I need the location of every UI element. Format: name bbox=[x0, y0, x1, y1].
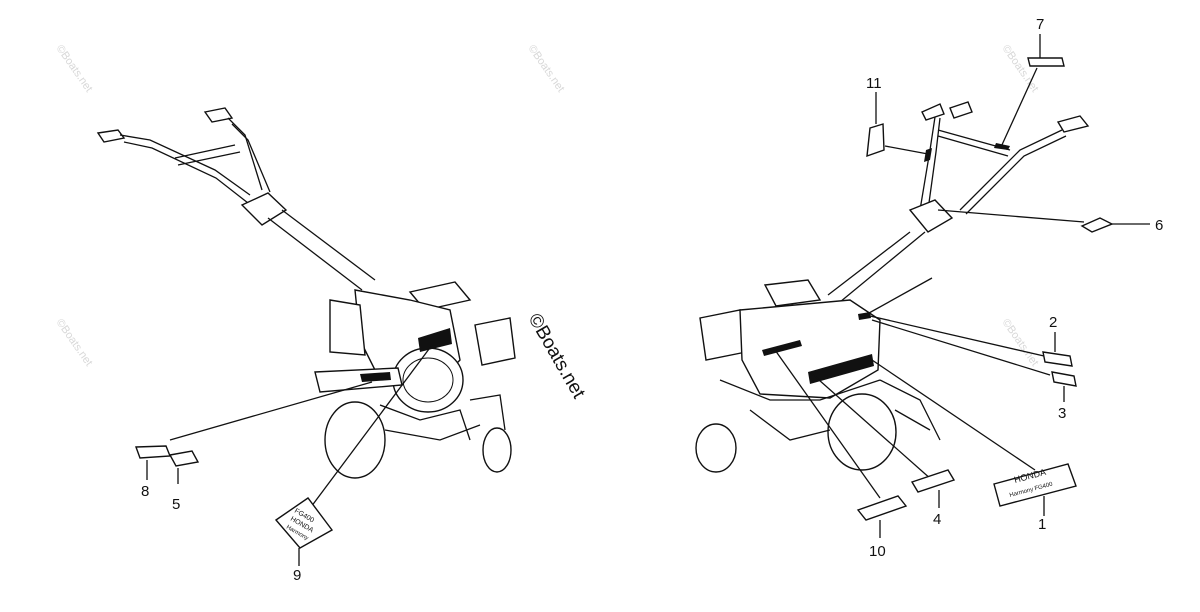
part-3-decal bbox=[1051, 371, 1077, 387]
part-8-decal bbox=[135, 445, 172, 459]
callout-11: 11 bbox=[866, 75, 882, 92]
leader-9 bbox=[304, 344, 433, 516]
callout-4: 4 bbox=[933, 511, 941, 528]
part-4-decal bbox=[910, 469, 956, 493]
right-tiller bbox=[695, 101, 1090, 473]
callout-3: 3 bbox=[1058, 405, 1066, 422]
callout-2: 2 bbox=[1049, 314, 1057, 331]
part-11-decal bbox=[866, 123, 885, 158]
leader-2 bbox=[869, 315, 1045, 357]
leader-4 bbox=[809, 371, 933, 481]
watermark-mid-left: ©Boats.net bbox=[54, 317, 95, 369]
part-7-decal bbox=[1027, 57, 1065, 67]
callout-6: 6 bbox=[1155, 217, 1163, 234]
part-6-decal bbox=[1080, 217, 1114, 233]
callout-9: 9 bbox=[293, 567, 301, 584]
callout-8: 8 bbox=[141, 483, 149, 500]
leader-11 bbox=[884, 145, 929, 155]
part-10-decal bbox=[856, 495, 908, 521]
watermark-top-center: ©Boats.net bbox=[526, 43, 567, 95]
leader-7 bbox=[1000, 67, 1038, 148]
watermark-top-right: ©Boats.net bbox=[1000, 43, 1041, 95]
leader-6 bbox=[937, 209, 1085, 223]
callout-1: 1 bbox=[1038, 516, 1046, 533]
part-1-decal: HONDA Harmony FG400 bbox=[993, 463, 1077, 507]
center-copyright-mark: ©Boats.net bbox=[524, 310, 590, 403]
part-5-decal bbox=[168, 450, 200, 467]
callout-5: 5 bbox=[172, 496, 180, 513]
watermark-top-left: ©Boats.net bbox=[54, 43, 95, 95]
callout-7: 7 bbox=[1036, 16, 1044, 33]
callout-10: 10 bbox=[869, 543, 886, 560]
part-2-decal bbox=[1042, 351, 1073, 367]
leader-1 bbox=[871, 359, 1036, 471]
leader-10 bbox=[774, 349, 881, 499]
leader-8-5 bbox=[169, 381, 373, 441]
left-tiller bbox=[96, 107, 516, 479]
part-9-decal: FG400 HONDA Harmony bbox=[274, 497, 334, 549]
leader-3 bbox=[871, 319, 1051, 376]
